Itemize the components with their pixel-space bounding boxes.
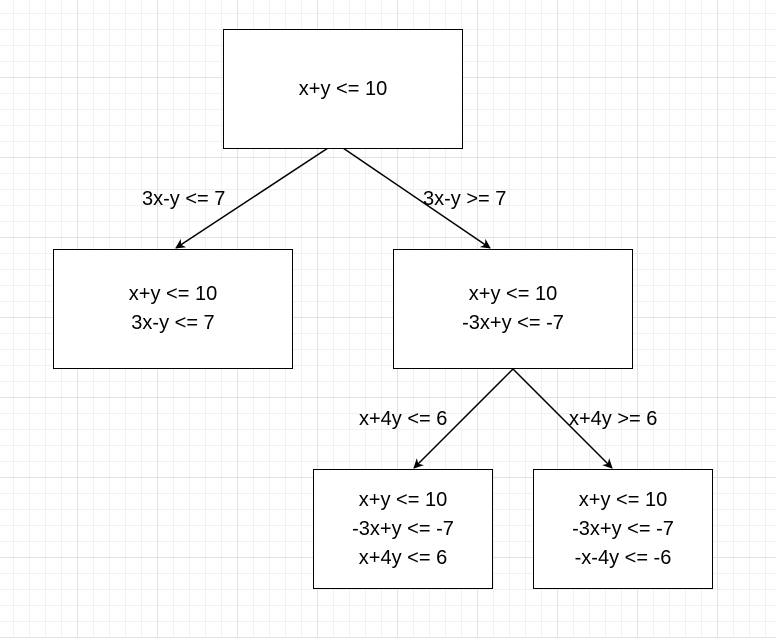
edge-label-right-right: x+4y >= 6 (569, 408, 658, 430)
node-left-line-1: x+y <= 10 (128, 283, 218, 305)
edge-root-left (175, 147, 329, 249)
node-right-right: x+y <= 10 -3x+y <= -7 -x-4y <= -6 (533, 469, 713, 589)
edge-right-left (413, 368, 514, 469)
node-right-left-line-1: x+y <= 10 (358, 488, 448, 511)
node-root-line-1: x+y <= 10 (298, 77, 388, 100)
edge-label-right-left: x+4y <= 6 (359, 408, 448, 430)
node-right-left-line-3: x+4y <= 6 (358, 546, 448, 569)
node-right-right-line-2: -3x+y <= -7 (572, 517, 674, 540)
node-right-left-line-2: -3x+y <= -7 (352, 517, 454, 540)
node-left-line-2: 3x-y <= 7 (131, 312, 215, 334)
edge-right-right (512, 368, 613, 469)
node-root: x+y <= 10 (223, 29, 463, 149)
node-left: x+y <= 10 3x-y <= 7 (53, 249, 293, 369)
node-right: x+y <= 10 -3x+y <= -7 (393, 249, 633, 369)
node-right-left: x+y <= 10 -3x+y <= -7 x+4y <= 6 (313, 469, 493, 589)
node-right-right-line-3: -x-4y <= -6 (574, 546, 672, 569)
edge-label-root-left: 3x-y <= 7 (142, 188, 226, 210)
edge-label-root-right: 3x-y >= 7 (423, 188, 507, 210)
node-right-right-line-1: x+y <= 10 (578, 488, 668, 511)
edge-root-right (342, 147, 491, 249)
node-right-line-1: x+y <= 10 (468, 283, 558, 305)
node-right-line-2: -3x+y <= -7 (462, 312, 564, 334)
